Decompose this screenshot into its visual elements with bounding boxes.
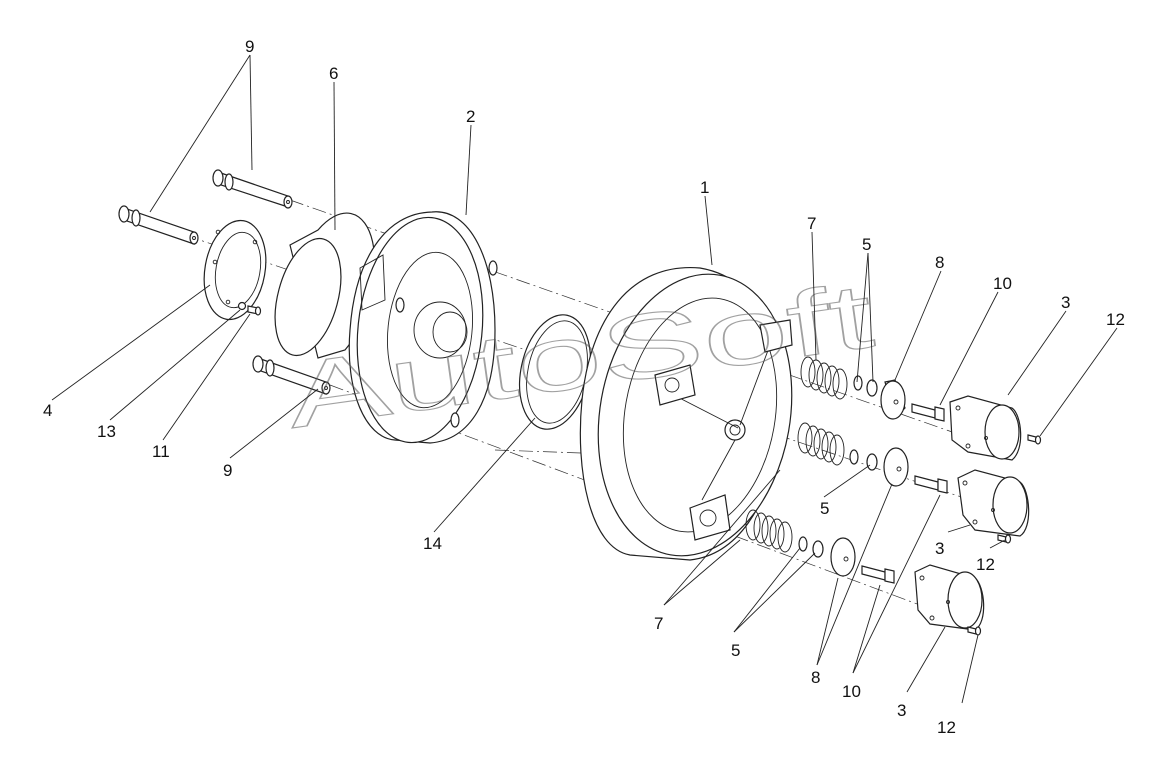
part-12-screw-lower [967, 626, 982, 636]
part-10-bolt-upper [911, 403, 945, 422]
part-3-cap-middle [957, 469, 1030, 537]
callout-9-bottom: 9 [223, 461, 232, 480]
callout-3-middle: 3 [935, 539, 944, 558]
callout-12-bottom: 12 [937, 718, 956, 737]
part-3-cap-lower [914, 564, 985, 631]
callout-11: 11 [152, 442, 170, 461]
part-11-bolt [247, 305, 262, 316]
callout-7-top: 7 [807, 214, 816, 233]
part-7-spring-upper [800, 356, 848, 400]
callout-2: 2 [466, 107, 475, 126]
part-8-bushing-middle [883, 447, 909, 487]
part-12-screw-middle [997, 534, 1012, 544]
part-9-pin-lower [252, 355, 331, 395]
callout-14: 14 [423, 534, 442, 553]
part-7-spring-lower [745, 509, 793, 553]
callout-12-top: 12 [1106, 310, 1125, 329]
part-8-bushing-upper [880, 379, 906, 420]
part-1-housing [579, 267, 793, 561]
part-5-washers-middle [849, 449, 878, 471]
part-7-spring-middle [797, 422, 845, 466]
part-5-washers-lower [798, 536, 824, 558]
callout-6: 6 [329, 64, 338, 83]
part-9-pin-upper [212, 169, 293, 209]
callout-10-top: 10 [993, 274, 1012, 293]
part-4-cover-plate [203, 219, 267, 321]
callout-8-top: 8 [935, 253, 944, 272]
part-10-bolt-lower [861, 565, 895, 584]
callout-3-bottom: 3 [897, 701, 906, 720]
callout-3-top: 3 [1061, 293, 1070, 312]
part-2-disc [348, 211, 498, 444]
callout-8-bottom: 8 [811, 668, 820, 687]
part-5-washers-upper [853, 375, 878, 397]
callout-12-middle: 12 [976, 555, 995, 574]
callout-10-bottom: 10 [842, 682, 861, 701]
part-3-cap-upper [949, 395, 1022, 461]
part-10-bolt-middle [914, 475, 948, 494]
part-13-washer [237, 301, 247, 311]
callout-4: 4 [43, 401, 52, 420]
callout-9-top: 9 [245, 37, 254, 56]
callout-labels: 9 6 2 1 7 5 8 10 3 12 4 13 11 9 14 5 3 1… [43, 37, 1125, 737]
callout-13: 13 [97, 422, 116, 441]
callout-5-bottom: 5 [731, 641, 740, 660]
leader-lines [51, 54, 1118, 704]
callout-5-top: 5 [862, 235, 871, 254]
callout-7-bottom: 7 [654, 614, 663, 633]
part-12-screw-upper [1027, 434, 1042, 445]
callout-1: 1 [700, 178, 709, 197]
part-9-pin-left [118, 205, 199, 245]
callout-5-middle: 5 [820, 499, 829, 518]
part-8-bushing-lower [830, 537, 856, 577]
